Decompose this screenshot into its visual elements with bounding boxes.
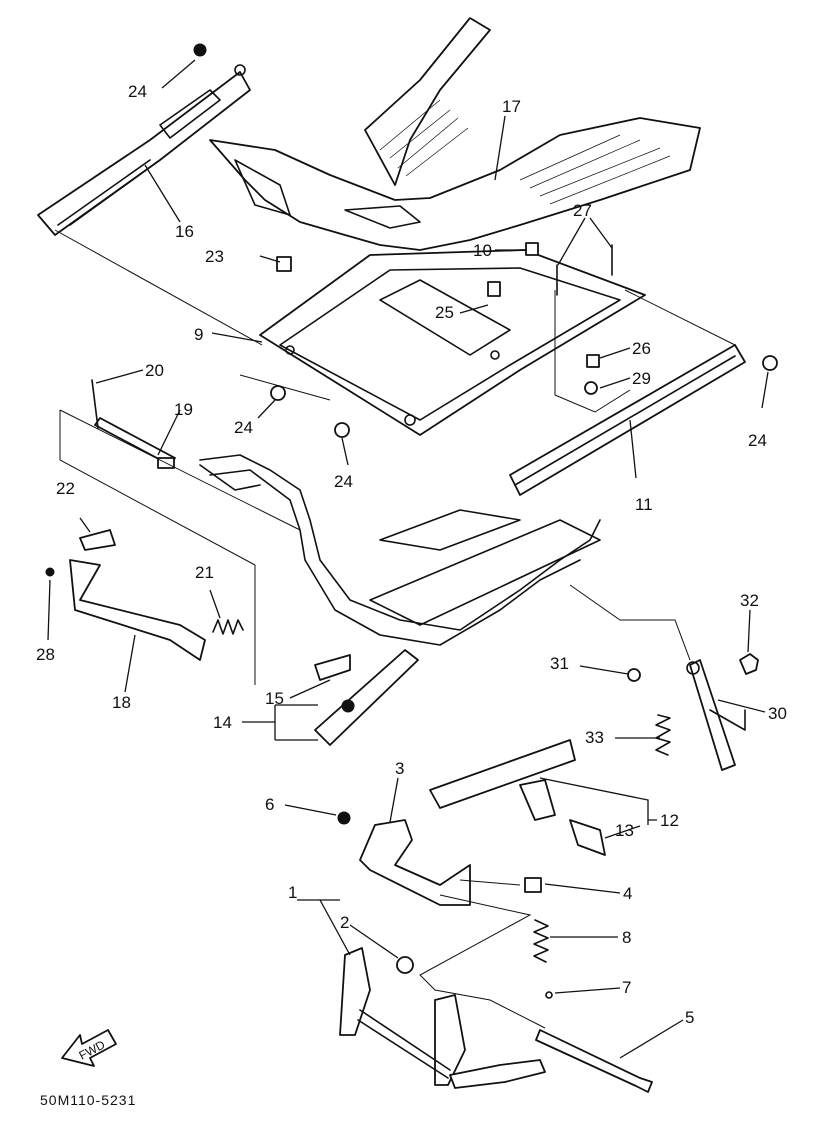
footboard-panel — [209, 17, 701, 251]
forward-arrow-icon: FWD — [61, 1029, 117, 1067]
brake-pedal — [45, 559, 206, 661]
callout-24: 24 — [128, 82, 147, 101]
stand-spring — [533, 919, 549, 963]
bolt-24-right — [762, 355, 778, 371]
callout-numbers: 24 16 17 23 10 27 9 25 26 29 20 19 24 24… — [36, 82, 787, 1027]
callout-32: 32 — [740, 591, 759, 610]
bolt-24-b — [334, 422, 350, 438]
callout-21: 21 — [195, 563, 214, 582]
callout-18: 18 — [112, 693, 131, 712]
bolt-31 — [627, 668, 641, 682]
callout-17: 17 — [502, 97, 521, 116]
pivot-shaft — [535, 1029, 653, 1093]
bolt-25 — [487, 281, 501, 297]
stand-bracket — [337, 811, 471, 906]
callout-leaders — [47, 59, 769, 1059]
callout-13: 13 — [615, 821, 634, 840]
callout-1: 1 — [288, 883, 297, 902]
callout-20: 20 — [145, 361, 164, 380]
callout-23: 23 — [205, 247, 224, 266]
callout-4: 4 — [623, 884, 632, 903]
washer-29 — [584, 381, 598, 395]
callout-31: 31 — [550, 654, 569, 673]
callout-9: 9 — [194, 325, 203, 344]
callout-8: 8 — [622, 928, 631, 947]
callout-12: 12 — [660, 811, 679, 830]
callout-11: 11 — [635, 495, 653, 514]
rivets-27 — [556, 244, 613, 296]
callout-3: 3 — [395, 759, 404, 778]
right-side-rail — [509, 344, 746, 496]
callout-25: 25 — [435, 303, 454, 322]
side-stand-spring — [655, 714, 671, 756]
callout-27: 27 — [573, 201, 592, 220]
callout-26: 26 — [632, 339, 651, 358]
left-side-rail — [37, 43, 251, 236]
callout-22: 22 — [56, 479, 75, 498]
main-stand — [339, 947, 546, 1089]
callout-19: 19 — [174, 400, 193, 419]
construction-lines — [54, 229, 736, 1029]
callout-24b: 24 — [234, 418, 253, 437]
bolt-4 — [524, 877, 542, 893]
callout-7: 7 — [622, 978, 631, 997]
callout-2: 2 — [340, 913, 349, 932]
callout-28: 28 — [36, 645, 55, 664]
cover-plate — [79, 529, 116, 551]
drawing-code: 50M110-5231 — [40, 1092, 136, 1108]
callout-33: 33 — [585, 728, 604, 747]
callout-16: 16 — [175, 222, 194, 241]
callout-29: 29 — [632, 369, 651, 388]
side-stand — [686, 653, 759, 771]
bolt-26 — [586, 354, 600, 368]
callout-5: 5 — [685, 1008, 694, 1027]
callout-10: 10 — [473, 241, 492, 260]
main-frame — [259, 249, 646, 436]
callout-15: 15 — [265, 689, 284, 708]
callout-30: 30 — [768, 704, 787, 723]
footrest-bracket-right — [429, 739, 606, 856]
fasteners — [270, 242, 778, 999]
footrest-bracket — [314, 649, 419, 746]
pin-7 — [545, 991, 553, 999]
callout-14: 14 — [213, 713, 232, 732]
pedal-spring — [212, 619, 244, 635]
callout-6: 6 — [265, 795, 274, 814]
callout-24d: 24 — [748, 431, 767, 450]
clip-10 — [525, 242, 539, 256]
callout-24c: 24 — [334, 472, 353, 491]
bolt-24-a — [270, 385, 286, 401]
lower-frame — [199, 454, 601, 646]
bolt-23 — [276, 256, 292, 272]
brake-rod — [91, 379, 176, 469]
